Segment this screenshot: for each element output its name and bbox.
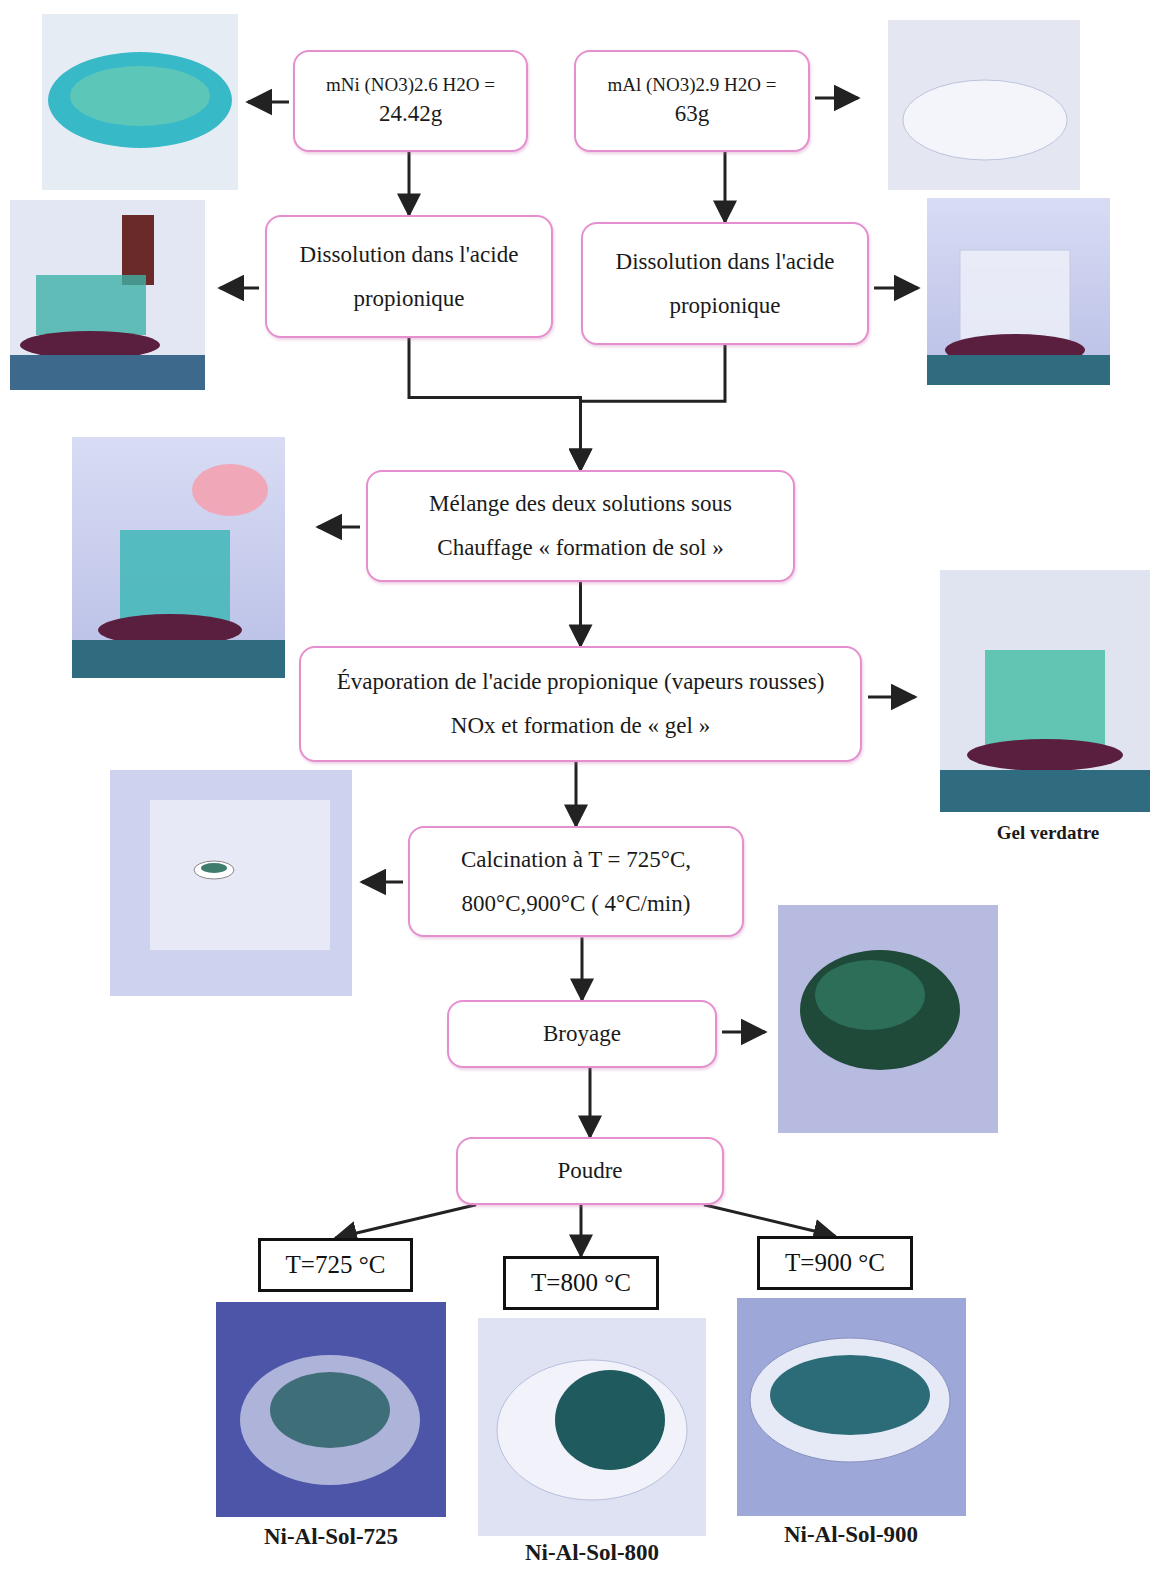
box-text: Broyage <box>543 1012 621 1056</box>
photo <box>110 770 352 996</box>
temperature-box: T=900 °C <box>757 1236 913 1290</box>
box-text: Dissolution dans l'acide propionique <box>281 233 537 320</box>
flow-arrow <box>408 152 411 215</box>
flow-arrow <box>724 152 727 222</box>
flow-arrow <box>579 582 582 646</box>
sample-name: Ni-Al-Sol-800 <box>457 1540 727 1566</box>
mass-box: mAl (NO3)2.9 H2O =63g <box>574 50 810 152</box>
photo <box>940 570 1150 812</box>
photo-caption: Gel verdatre <box>958 822 1138 844</box>
photo <box>42 14 238 190</box>
box-text: mAl (NO3)2.9 H2O = <box>607 72 776 99</box>
process-box: Dissolution dans l'acide propionique <box>581 222 869 345</box>
process-box: Dissolution dans l'acide propionique <box>265 215 553 338</box>
photo <box>72 437 285 678</box>
flow-arrow <box>581 937 584 1000</box>
box-text: T=800 °C <box>531 1269 631 1297</box>
process-box: Calcination à T = 725°C, 800°C,900°C ( 4… <box>408 826 744 937</box>
box-text: T=725 °C <box>286 1251 386 1279</box>
flow-arrow <box>704 1205 835 1236</box>
box-text: Dissolution dans l'acide propionique <box>597 240 853 327</box>
photo <box>888 20 1080 190</box>
box-text: Calcination à T = 725°C, 800°C,900°C ( 4… <box>424 838 728 925</box>
process-box: Mélange des deux solutions sous Chauffag… <box>366 470 795 582</box>
mass-box: mNi (NO3)2.6 H2O =24.42g <box>293 50 528 152</box>
flow-arrow <box>580 1205 583 1256</box>
process-box: Poudre <box>456 1137 724 1205</box>
flow-arrow <box>575 762 578 826</box>
temperature-box: T=800 °C <box>503 1256 659 1310</box>
process-box: Broyage <box>447 1000 717 1068</box>
flow-arrow <box>589 1068 592 1137</box>
photo <box>778 905 998 1133</box>
box-value: 24.42g <box>379 98 442 130</box>
photo <box>216 1302 446 1517</box>
photo <box>478 1318 706 1536</box>
flow-arrow <box>581 345 726 470</box>
box-text: Poudre <box>557 1149 622 1193</box>
flow-arrow <box>409 338 581 470</box>
photo <box>10 200 205 390</box>
box-text: Mélange des deux solutions sous Chauffag… <box>382 482 779 569</box>
flow-arrow <box>336 1205 477 1238</box>
sample-name: Ni-Al-Sol-725 <box>196 1524 466 1550</box>
box-value: 63g <box>675 98 710 130</box>
photo <box>737 1298 966 1516</box>
photo <box>927 198 1110 385</box>
box-text: mNi (NO3)2.6 H2O = <box>326 72 495 99</box>
leader-arrow <box>220 98 918 1032</box>
box-text: T=900 °C <box>785 1249 885 1277</box>
sample-name: Ni-Al-Sol-900 <box>716 1522 986 1548</box>
process-box: Évaporation de l'acide propionique (vape… <box>299 646 862 762</box>
box-text: Évaporation de l'acide propionique (vape… <box>315 660 846 747</box>
temperature-box: T=725 °C <box>258 1238 413 1292</box>
